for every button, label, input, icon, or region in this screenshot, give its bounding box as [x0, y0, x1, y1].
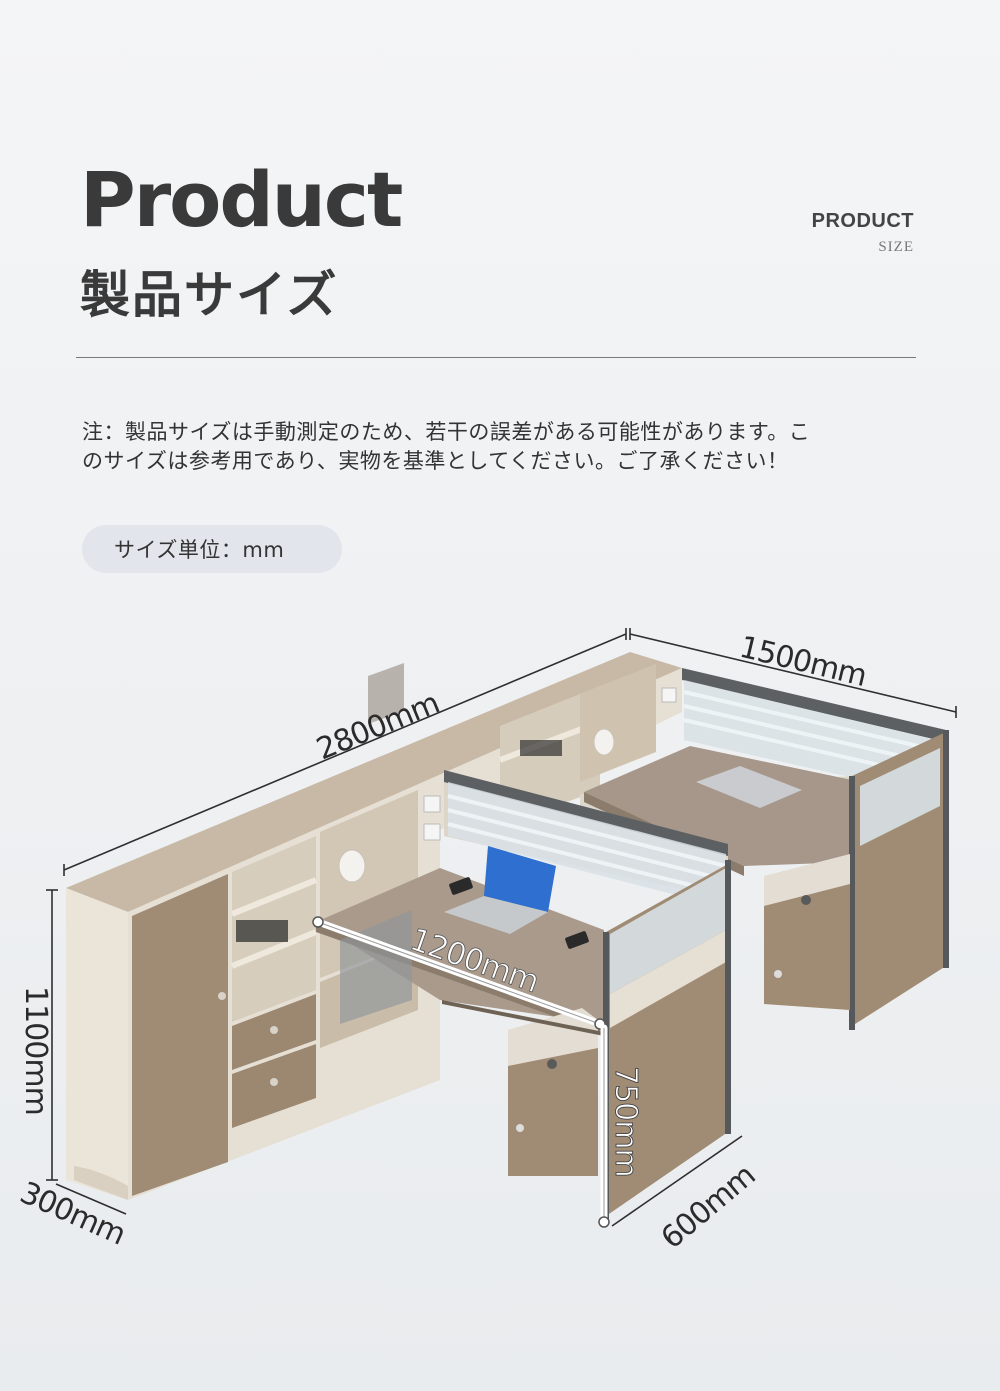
product-illustration: 2800mm 1500mm 1200mm 1100mm 750mm 600mm … — [15, 628, 957, 1256]
front-workstation — [316, 770, 731, 1220]
dimension-label-1100: 1100mm — [18, 986, 53, 1115]
header-divider — [76, 357, 916, 358]
side-label-bottom: SIZE — [878, 239, 914, 255]
side-label-top: PRODUCT — [811, 210, 914, 232]
dimension-label-600: 600mm — [655, 1158, 762, 1256]
dimension-label-750: 750mm — [608, 1066, 643, 1177]
unit-badge: サイズ単位：mm — [82, 525, 342, 573]
page-title: Product — [80, 155, 403, 244]
side-label: PRODUCT SIZE — [812, 210, 914, 256]
measurement-note: 注：製品サイズは手動測定のため、若干の誤差がある可能性があります。このサイズは参… — [82, 420, 811, 473]
highlight-dimension-bars — [312, 916, 610, 1228]
page-subtitle: 製品サイズ — [80, 266, 339, 324]
dimension-lines — [46, 628, 957, 1227]
unit-label: サイズ単位：mm — [114, 538, 285, 562]
dimension-label-1500: 1500mm — [736, 630, 869, 694]
